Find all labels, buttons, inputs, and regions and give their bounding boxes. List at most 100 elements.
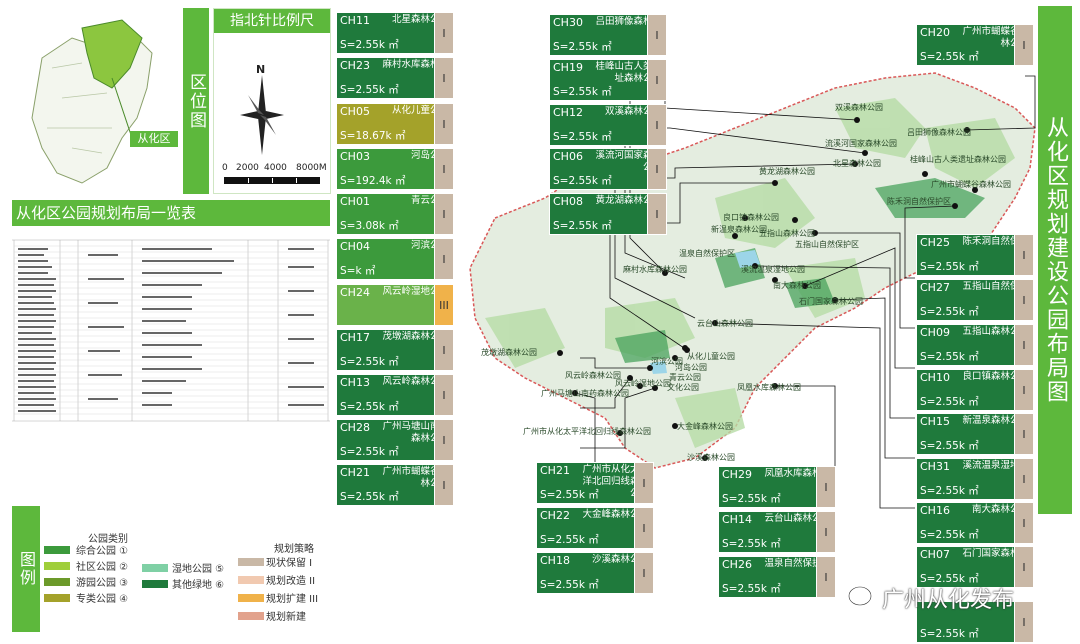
- park-name: 大金峰森林公园: [582, 509, 649, 520]
- park-area: S=2.55k ㎡: [920, 351, 979, 363]
- map-label-wenhua: 文化公园: [667, 383, 699, 392]
- map-label-fengyunling-wetland: 风云岭湿地公园: [615, 379, 671, 388]
- compass-title: 指北针比例尺: [214, 9, 330, 33]
- map-label-wuzhishan-reserve: 五指山自然保护区: [795, 240, 859, 249]
- map-label-matangshan: 广州马塘山南药森林公园: [541, 389, 629, 398]
- map-label-wuzhishan: 五指山森林公园: [759, 229, 815, 238]
- park-code: CH14: [722, 513, 752, 526]
- park-code: CH16: [920, 504, 950, 517]
- park-name: 河滨公园: [410, 240, 449, 251]
- park-code: CH03: [340, 150, 370, 163]
- map-label-shuangxi: 双溪森林公园: [835, 103, 883, 112]
- park-name: 茂墩湖森林公园: [382, 331, 449, 342]
- park-area: S=2.55k ㎡: [722, 493, 781, 505]
- park-code: CH10: [920, 371, 950, 384]
- strategy-tag: I: [634, 462, 654, 504]
- locator-title: 区位图: [183, 8, 209, 194]
- park-name: 新温泉森林公园: [962, 415, 1029, 426]
- strategy-tag: I: [634, 552, 654, 594]
- main-title: 从化区规划建设公园布局图: [1038, 6, 1072, 514]
- park-code: CH04: [340, 240, 370, 253]
- park-area: S=2.55k ㎡: [553, 86, 612, 98]
- park-code: CH24: [340, 286, 370, 299]
- park-name: 双溪森林公园: [604, 106, 662, 117]
- park-name: 从化儿童公园: [391, 105, 449, 116]
- strategy-tag: I: [1014, 234, 1034, 276]
- park-name: 广州马塘山南药森林公园: [382, 421, 449, 444]
- park-name: 沙溪森林公园: [591, 554, 649, 565]
- park-area: S=2.55k ㎡: [920, 396, 979, 408]
- legend-panel: 公园类别 综合公园 ① 社区公园 ② 游园公园 ③ 专类公园 ④ 湿地公园 ⑤ …: [42, 530, 330, 630]
- park-code: CH18: [540, 554, 570, 567]
- park-area: S=2.55k ㎡: [340, 84, 399, 96]
- legend-title: 图例: [12, 506, 40, 632]
- map-label-nanda: 南大森林公园: [773, 281, 821, 290]
- park-area: S=k ㎡: [340, 265, 376, 277]
- park-table: [12, 238, 330, 423]
- legend-swatch-6: [142, 580, 168, 588]
- park-area: S=2.55k ㎡: [553, 131, 612, 143]
- strategy-tag: III: [434, 284, 454, 326]
- park-name: 良口镇森林公园: [962, 371, 1029, 382]
- strategy-tag: I: [1014, 601, 1034, 643]
- map-label-liuxihe: 流溪河国家森林公园: [825, 139, 897, 148]
- strategy-tag: I: [1014, 324, 1034, 366]
- legend-swatch-8: [238, 576, 264, 584]
- park-name: 青云公园: [410, 195, 449, 206]
- compass-panel: 指北针比例尺 N 0 2000 4000 8000M: [213, 8, 331, 194]
- park-name: 黄龙湖森林公园: [595, 195, 662, 206]
- park-area: S=2.55k ㎡: [553, 220, 612, 232]
- strategy-tag: I: [434, 329, 454, 371]
- legend-swatch-7: [238, 558, 264, 566]
- park-area: S=2.55k ㎡: [540, 579, 599, 591]
- park-code: CH17: [340, 331, 370, 344]
- park-code: CH07: [920, 548, 950, 561]
- park-code: CH21: [540, 464, 570, 477]
- park-code: CH15: [920, 415, 950, 428]
- map-label-dajinfeng: 大金峰森林公园: [677, 422, 733, 431]
- strategy-tag: I: [434, 103, 454, 145]
- park-area: S=2.55k ㎡: [722, 583, 781, 595]
- park-area: S=2.55k ㎡: [540, 489, 599, 501]
- park-name: 风云岭森林公园: [382, 376, 449, 387]
- strategy-tag: I: [434, 193, 454, 235]
- park-name: 温泉自然保护区: [764, 558, 831, 569]
- scale-bar: [224, 177, 320, 184]
- park-code: CH09: [920, 326, 950, 339]
- strategy-tag: I: [1014, 24, 1034, 66]
- park-code: CH31: [920, 460, 950, 473]
- park-area: S=192.4k ㎡: [340, 175, 406, 187]
- strategy-tag: I: [434, 57, 454, 99]
- map-label-huiguixian: 广州市从化太平洋北回归线森林公园: [523, 427, 651, 436]
- park-area: S=2.55k ㎡: [920, 51, 979, 63]
- park-area: S=2.55k ㎡: [540, 534, 599, 546]
- strategy-tag: I: [434, 464, 454, 506]
- watermark-text: 广州从化发布: [882, 588, 1015, 613]
- park-code: CH19: [553, 61, 583, 74]
- park-code: CH21: [340, 466, 370, 479]
- park-code: CH28: [340, 421, 370, 434]
- park-area: S=2.55k ㎡: [920, 261, 979, 273]
- park-name: 北星森林公园: [391, 14, 449, 25]
- map-label-fenghuang: 凤凰水库森林公园: [737, 383, 801, 392]
- map-label-chenhedong: 陈禾洞自然保护区: [887, 197, 951, 206]
- strategy-tag: I: [816, 556, 836, 598]
- strategy-tag: I: [434, 238, 454, 280]
- park-area: S=2.55k ㎡: [920, 628, 979, 640]
- north-label: N: [256, 63, 266, 76]
- legend-swatch-9: [238, 594, 264, 602]
- map-label-liangkou: 良口镇森林公园: [723, 213, 779, 222]
- map-label-hedao: 河岛公园: [675, 363, 707, 372]
- strategy-tag: I: [816, 511, 836, 553]
- map-label-hebin: 河滨公园: [651, 357, 683, 366]
- map-label-maodunhu: 茂墩湖森林公园: [481, 348, 537, 357]
- park-code: CH01: [340, 195, 370, 208]
- park-area: S=2.55k ㎡: [340, 446, 399, 458]
- strategy-tag: I: [647, 148, 667, 190]
- strategy-tag: I: [434, 374, 454, 416]
- legend-swatch-4: [44, 594, 70, 602]
- strategy-tag: I: [1014, 502, 1034, 544]
- park-area: S=2.55k ㎡: [553, 175, 612, 187]
- map-label-macun: 麻村水库森林公园: [623, 265, 687, 274]
- strategy-tag: I: [1014, 279, 1034, 321]
